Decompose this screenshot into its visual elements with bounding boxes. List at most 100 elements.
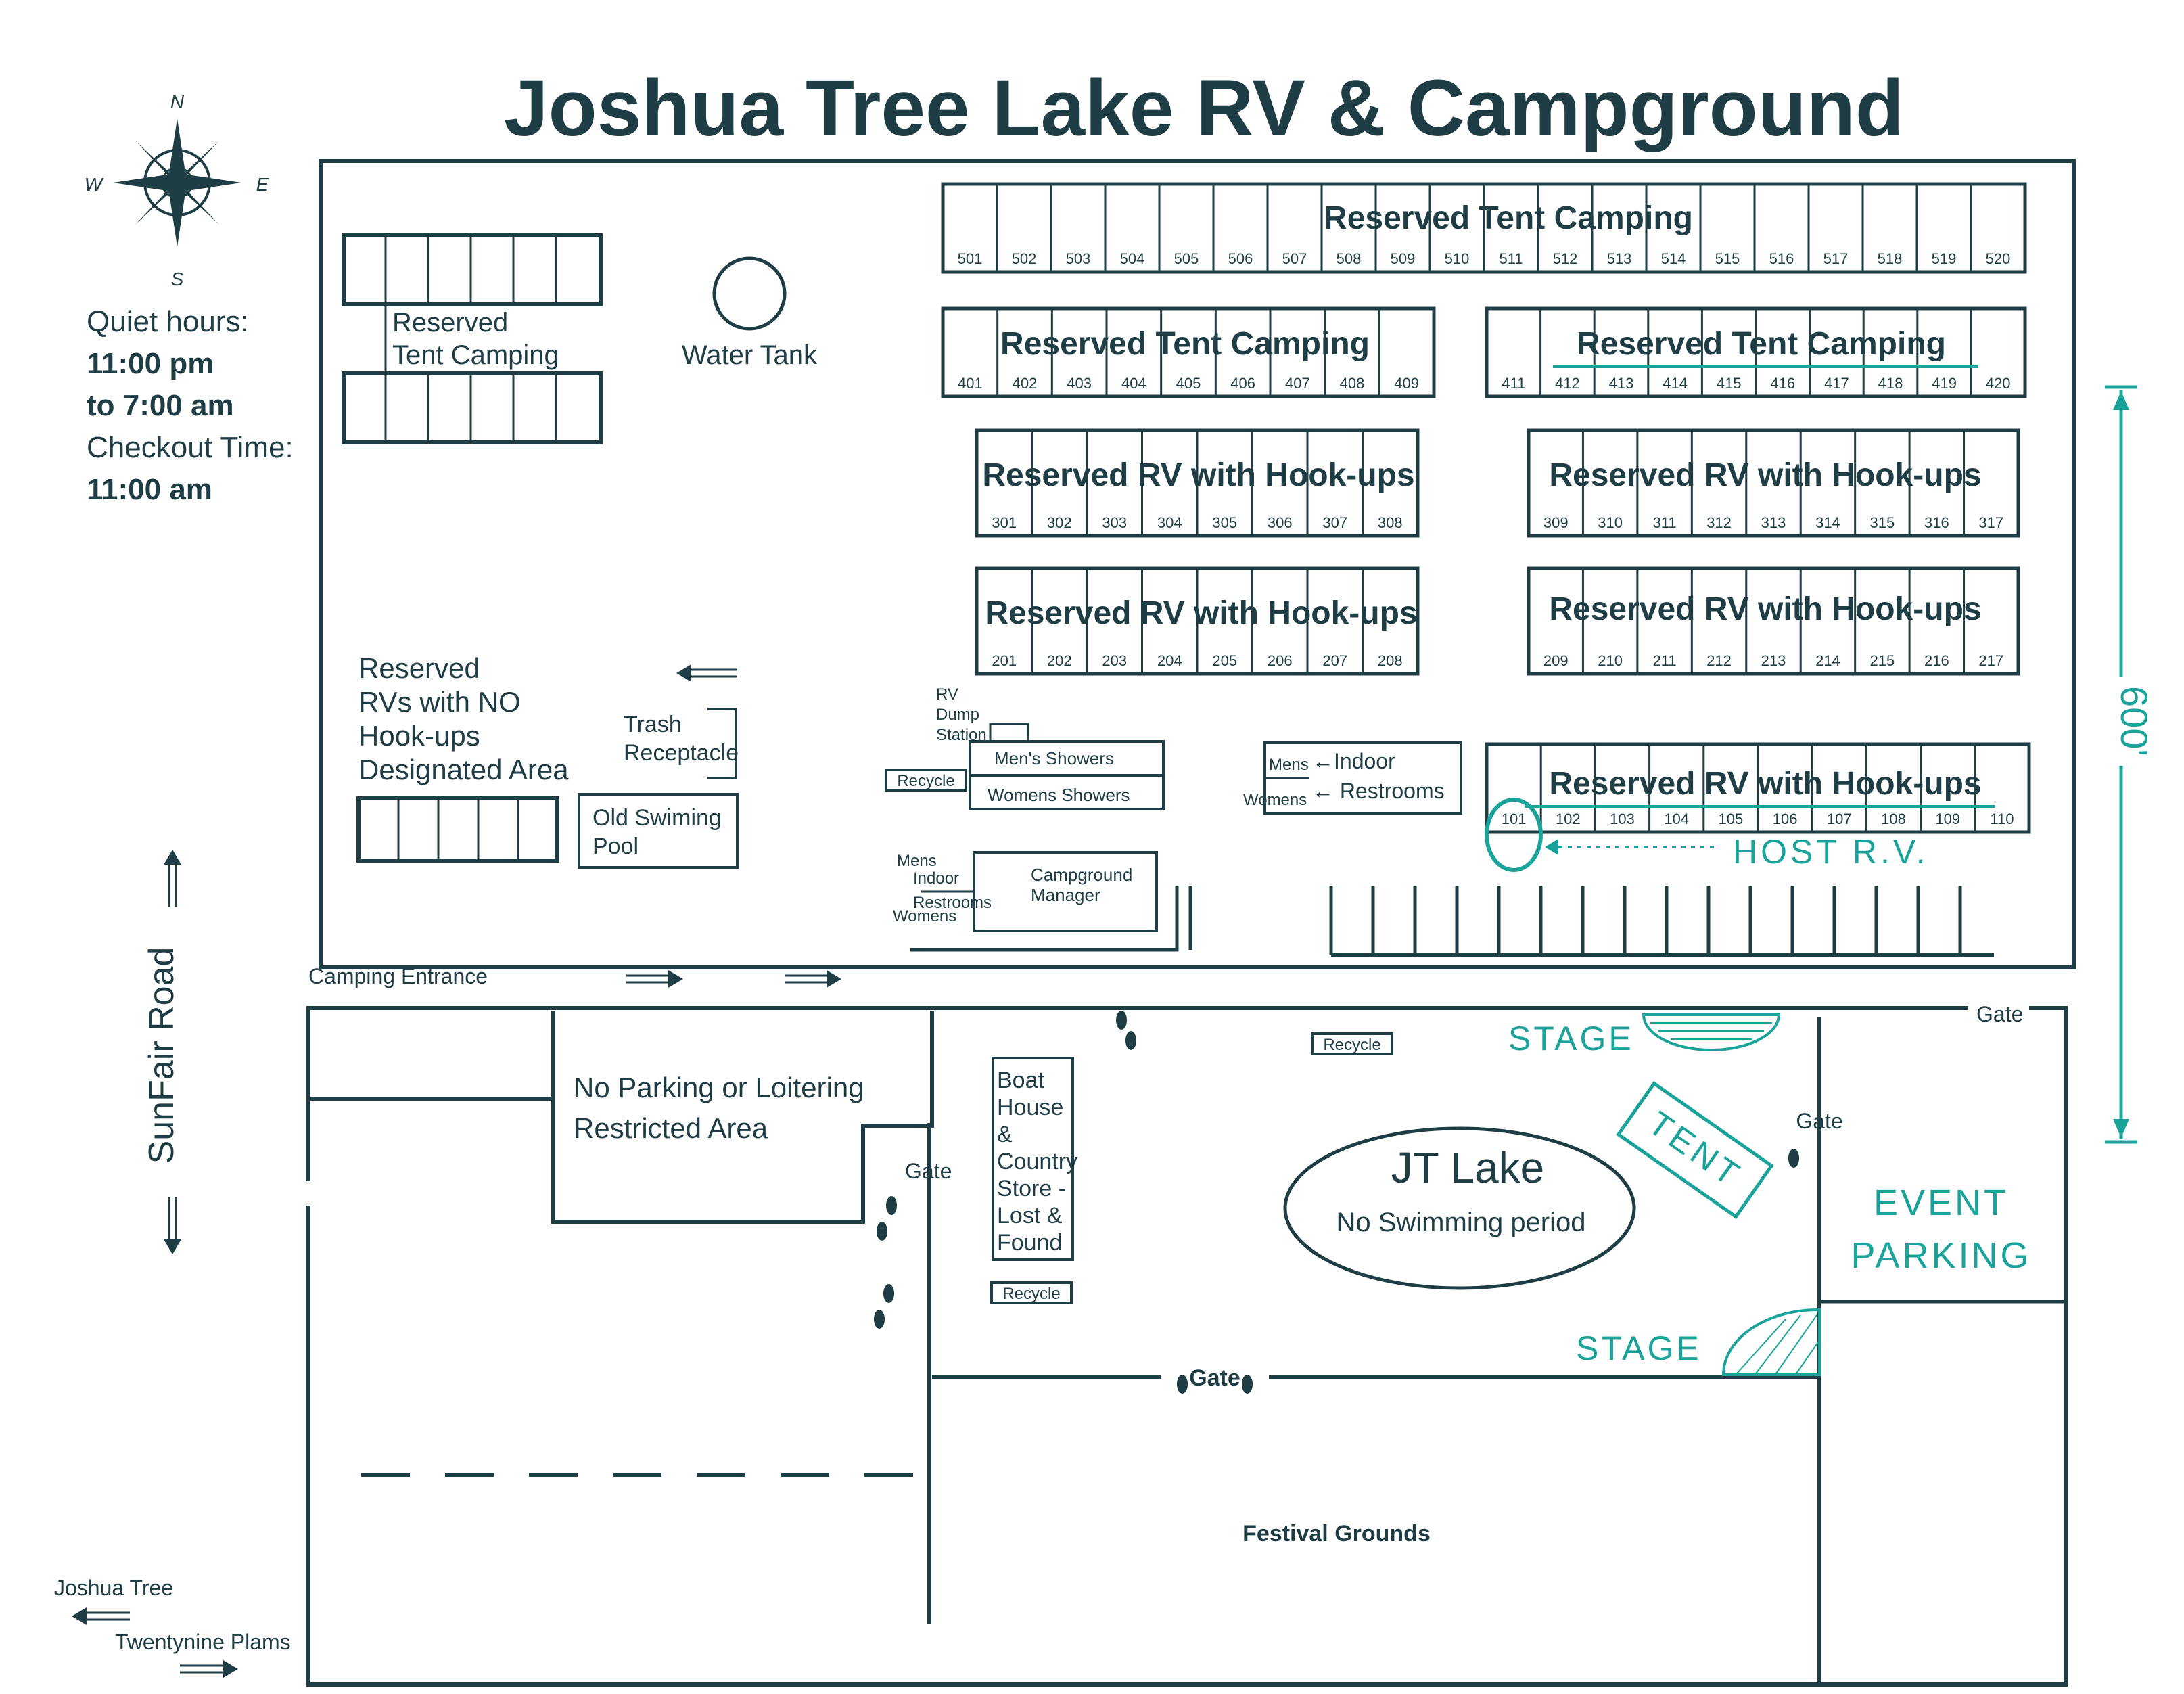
joshua-tree-arrow-icon [72,1607,130,1625]
site-number: 502 [1012,250,1037,267]
site-number: 508 [1337,250,1362,267]
site-number: 108 [1881,810,1906,827]
gate-label-1: Gate [905,1159,952,1183]
site-number: 309 [1543,514,1569,531]
site-number: 215 [1870,652,1895,669]
site-number: 305 [1212,514,1237,531]
boat-house [992,1057,1074,1261]
site-number: 520 [1986,250,2011,267]
twentynine-palms-label: Twentynine Plams [115,1630,291,1654]
site-number: 514 [1661,250,1686,267]
site-number: 311 [1653,514,1677,531]
recycle-bin-1 [885,769,967,792]
tent-camping-400b-label: Reserved Tent Camping [1577,326,1946,362]
no-parking-label-1: No Parking or Loitering [574,1072,864,1103]
site-number: 211 [1653,652,1677,669]
site-number: 207 [1322,652,1347,669]
site-number: 317 [1978,514,2003,531]
mens-label-2: Mens [1269,756,1309,774]
site-number: 420 [1986,375,2011,392]
water-tank [712,256,787,331]
rv-300b-label: Reserved RV with Hook-ups [1549,457,1981,493]
womens-label-1: Womens [893,907,956,925]
recycle-label-2: Recycle [1002,1285,1060,1303]
recycle-bin-2 [990,1281,1073,1304]
stage-top [1642,1013,1781,1051]
water-tank-label: Water Tank [682,340,818,370]
site-number: 501 [958,250,983,267]
restrooms-label-1: Restrooms [913,894,992,912]
site-number: 414 [1663,375,1688,392]
site-number: 515 [1715,250,1740,267]
quiet-hours-start: 11:00 pm [87,347,214,380]
tent-camping-400a-label: Reserved Tent Camping [1000,326,1370,362]
boat-house-line-1: Boat [997,1068,1044,1093]
site-number: 217 [1978,652,2003,669]
tent-grid-left [342,233,603,444]
site-number: 506 [1228,250,1253,267]
trash-label-1: Trash [624,712,682,737]
site-number: 510 [1445,250,1470,267]
site-number: 201 [992,652,1017,669]
site-number: 408 [1340,375,1365,392]
twentynine-palms-arrow-icon [180,1660,238,1678]
site-number: 210 [1598,652,1623,669]
site-number: 406 [1230,375,1255,392]
site-number: 403 [1067,375,1092,392]
site-number: 212 [1706,652,1732,669]
manager-building [973,851,1158,932]
site-number: 205 [1212,652,1237,669]
site-number: 503 [1066,250,1091,267]
trash-receptacle [707,708,737,779]
event-parking-label-1: EVENT [1874,1183,2009,1223]
recycle-bin-3 [1311,1032,1393,1055]
compass-rose-icon [113,118,241,247]
camping-entrance-label: Camping Entrance [308,964,488,988]
rv-200b-label: Reserved RV with Hook-ups [1549,591,1981,627]
stage-top-hatch [1650,1022,1772,1040]
site-number: 203 [1102,652,1127,669]
checkout-time: 11:00 am [87,473,212,506]
stage-top-label: STAGE [1508,1020,1634,1057]
campground-boundary [319,159,2076,969]
mens-label-1: Mens [897,852,937,870]
tent-area: TENT [1616,1081,1774,1219]
mens-showers-label: Men's Showers [994,748,1114,769]
road-arrows-icon [164,850,181,1254]
site-number: 110 [1990,810,2014,827]
manager-label-1: Campground [1031,865,1132,885]
no-hookups-label-3: Hook-ups [358,720,480,752]
site-number: 413 [1609,375,1634,392]
compass-e-label: E [256,174,269,195]
site-number: 419 [1932,375,1957,392]
site-number: 308 [1378,514,1403,531]
boat-house-line-5: Store - [997,1176,1066,1201]
rv-200a-label: Reserved RV with Hook-ups [985,595,1417,631]
site-number: 206 [1268,652,1293,669]
site-number: 310 [1598,514,1623,531]
site-number: 405 [1176,375,1201,392]
site-number: 401 [958,375,983,392]
manager-label-2: Manager [1031,885,1100,905]
site-number: 409 [1394,375,1419,392]
direction-arrow-left-icon [676,664,737,682]
womens-label-2: Womens [1243,791,1307,809]
site-number: 517 [1823,250,1849,267]
indoor-label-1: Indoor [913,869,959,888]
entrance-arrows-icon [626,970,841,988]
dimension-label: 600' [2113,686,2156,756]
restricted-area [551,1011,934,1224]
festival-grounds-label: Festival Grounds [1242,1521,1431,1547]
site-number: 509 [1391,250,1416,267]
compass-w-label: W [85,174,104,195]
site-number: 213 [1761,652,1786,669]
boat-house-line-7: Found [997,1230,1062,1256]
compass-s-label: S [171,269,184,290]
tent-camping-left-label: Reserved [392,308,508,338]
